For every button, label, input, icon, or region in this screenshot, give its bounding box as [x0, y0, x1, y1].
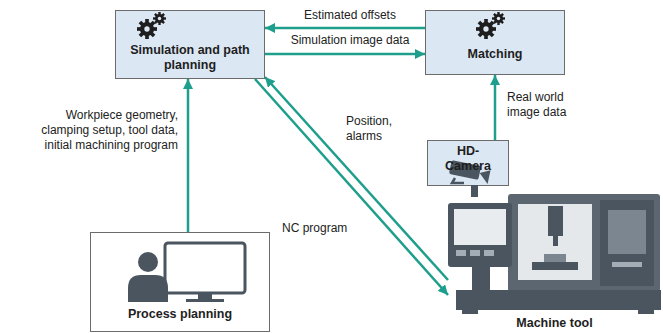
- planning-box: Process planning: [90, 232, 270, 332]
- process-box: Matching: [425, 10, 565, 75]
- flow-arrow: [255, 79, 448, 295]
- edge-label: Estimated offsets: [302, 8, 398, 23]
- node-label: Matching: [468, 47, 523, 62]
- edge-label: NC program: [280, 221, 349, 236]
- node-label: Process planning: [128, 307, 232, 322]
- flow-arrow: [494, 75, 497, 140]
- edge-label: Simulation image data: [289, 33, 412, 48]
- planner-icon: [128, 243, 245, 302]
- edge-label-box: Simulation image data: [280, 30, 420, 48]
- flow-arrow: [265, 77, 448, 280]
- camera-box: HD-Camera: [427, 140, 509, 186]
- edge-label-box: Real world image data: [505, 90, 591, 120]
- flow-arrow: [265, 27, 425, 30]
- flow-arrow: [265, 53, 425, 56]
- camera-icon: [449, 160, 491, 184]
- edge-label-box: NC program: [280, 218, 370, 236]
- gear-icon: [492, 12, 505, 25]
- node-label: Simulation and path planning: [122, 43, 258, 73]
- node-label: Machine tool: [516, 316, 592, 331]
- edge-label: Workpiece geometry, clamping setup, tool…: [24, 108, 180, 153]
- gear-icon: [153, 12, 166, 25]
- edge-label: Position, alarms: [344, 114, 414, 144]
- machine-tool-illustration: [448, 185, 661, 314]
- flow-arrow: [187, 79, 190, 232]
- process-box: Simulation and path planning: [115, 10, 265, 79]
- gear-icon: [476, 19, 496, 39]
- machine-node: Machine tool: [448, 188, 661, 333]
- gear-icon: [137, 19, 157, 39]
- edge-label: Real world image data: [505, 90, 591, 120]
- edge-label-box: Position, alarms: [344, 114, 414, 144]
- edge-label-box: Estimated offsets: [290, 5, 410, 23]
- node-label: HD-Camera: [434, 144, 502, 174]
- edge-label-box: Workpiece geometry, clamping setup, tool…: [24, 108, 180, 153]
